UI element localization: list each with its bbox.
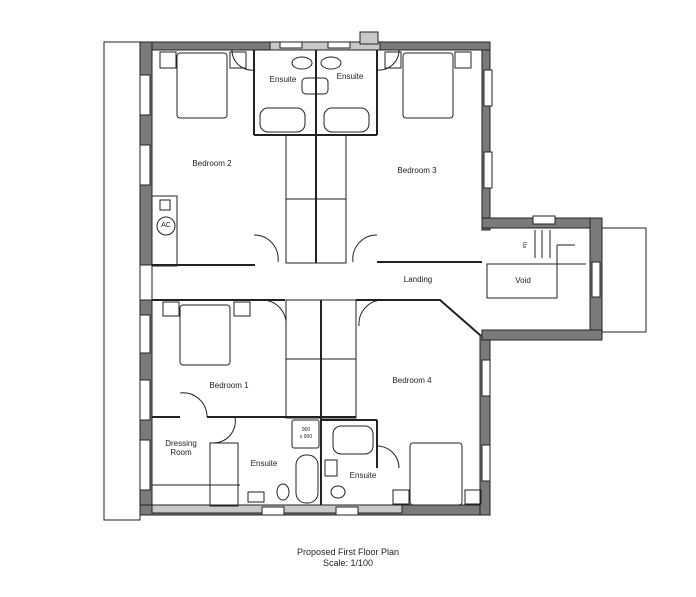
room-label-bedroom-1: Bedroom 1 [209, 381, 249, 390]
room-label-ensuite-bedroom-1: Ensuite [250, 459, 278, 468]
room-label-void: Void [515, 276, 531, 285]
room-label-landing: Landing [403, 275, 433, 284]
room-label-bedroom-3: Bedroom 3 [397, 166, 437, 175]
room-label-bedroom-4: Bedroom 4 [392, 376, 432, 385]
room-label-ensuite-bedroom-4: Ensuite [349, 471, 377, 480]
terrace-outline [103, 41, 141, 521]
stairs-up-label: Up [521, 241, 527, 249]
plan-title: Proposed First Floor Plan [296, 547, 400, 557]
room-label-ensuite-bedroom-2: Ensuite [269, 75, 297, 84]
shower-size-line1: 900 [301, 427, 311, 433]
room-label-ensuite-bedroom-3: Ensuite [336, 72, 364, 81]
plan-scale: Scale: 1/100 [322, 558, 374, 568]
room-label-bedroom-2: Bedroom 2 [192, 159, 232, 168]
room-label-dressing-line1: Dressing [165, 439, 197, 448]
shower-size-line2: x 900 [299, 434, 313, 440]
room-label-dressing-line2: Room [170, 448, 192, 457]
ac-unit-label: AC [161, 222, 171, 229]
